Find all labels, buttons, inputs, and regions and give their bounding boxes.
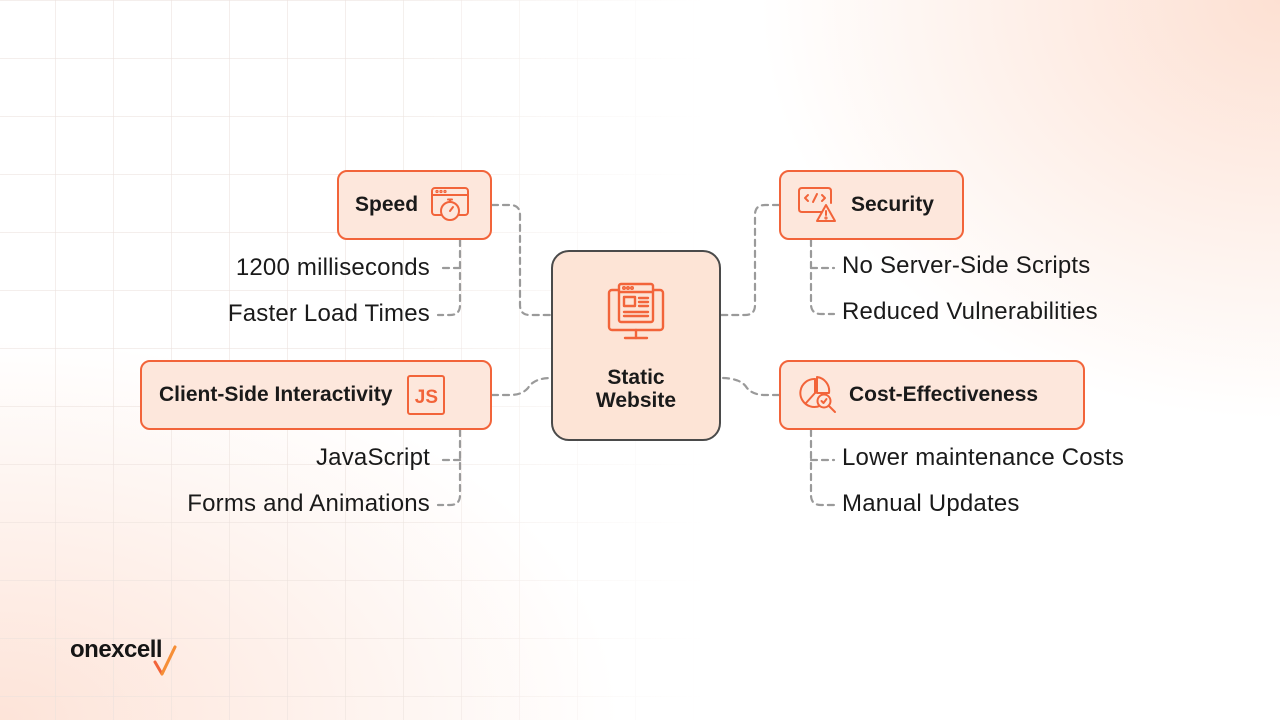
connector-security <box>719 203 781 317</box>
code-warning-icon <box>798 187 836 222</box>
node-security: Security <box>779 170 964 240</box>
connector-interactivity-items <box>436 428 462 507</box>
checkmark-icon <box>153 645 177 676</box>
node-interactivity-label: Client-Side Interactivity <box>159 383 393 406</box>
speed-item-2: Faster Load Times <box>227 300 430 327</box>
interactivity-item-1: JavaScript <box>315 444 430 471</box>
node-cost: Cost-Effectiveness <box>779 360 1085 430</box>
security-item-2: Reduced Vulnerabilities <box>842 298 1098 325</box>
connector-cost <box>719 376 781 397</box>
chart-magnifier-icon <box>799 376 836 413</box>
node-cost-label: Cost-Effectiveness <box>849 383 1039 406</box>
connector-interactivity <box>490 376 553 397</box>
stopwatch-browser-icon <box>431 187 470 221</box>
node-security-label: Security <box>851 193 934 216</box>
node-speed-label: Speed <box>355 193 419 216</box>
connector-speed <box>490 203 553 317</box>
cost-item-1: Lower maintenance Costs <box>842 444 1125 471</box>
brand-logo: onexcell <box>70 636 163 663</box>
connector-cost-items <box>809 428 836 507</box>
node-interactivity: Client-Side Interactivity JS <box>140 360 492 430</box>
node-center-label: Static Website <box>595 366 677 412</box>
cost-item-2: Manual Updates <box>842 490 1020 517</box>
javascript-icon-text: JS <box>414 387 439 408</box>
web-monitor-icon <box>607 282 665 340</box>
speed-item-1: 1200 milliseconds <box>235 254 430 281</box>
connector-speed-items <box>436 238 462 317</box>
node-center: Static Website <box>551 250 721 441</box>
interactivity-item-2: Forms and Animations <box>187 490 430 517</box>
node-speed: Speed <box>337 170 492 240</box>
security-item-1: No Server-Side Scripts <box>842 252 1091 279</box>
javascript-icon: JS <box>404 373 448 417</box>
connector-security-items <box>809 238 836 316</box>
